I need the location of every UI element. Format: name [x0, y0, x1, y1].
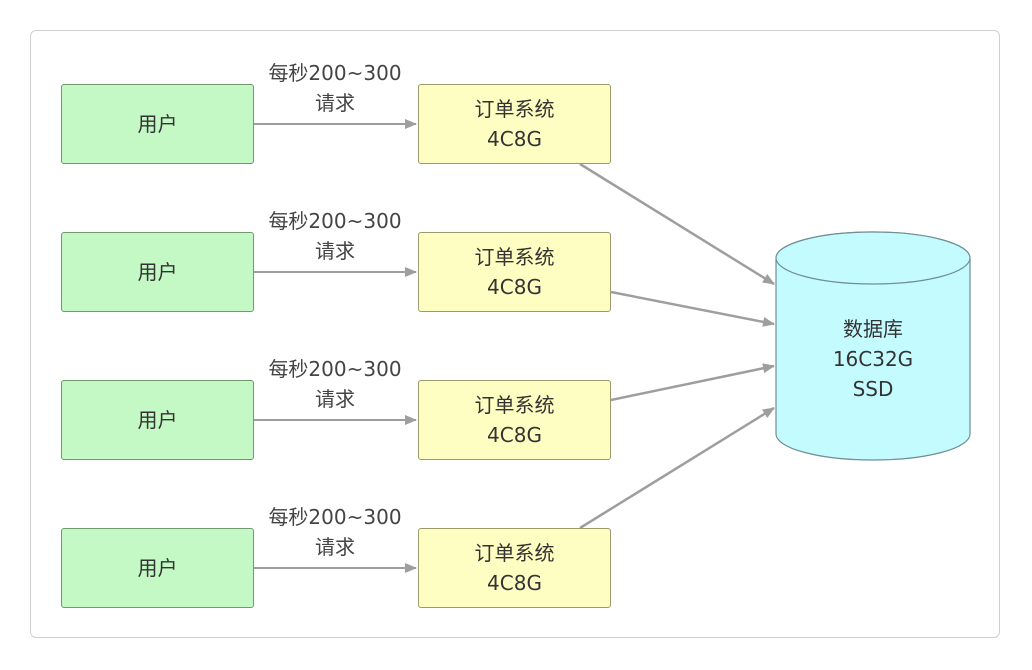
database-storage: SSD	[852, 377, 894, 401]
order-system-node-1: 订单系统 4C8G	[418, 84, 611, 164]
order-system-node-4: 订单系统 4C8G	[418, 528, 611, 608]
request-word: 请求	[315, 239, 355, 263]
user-label: 用户	[137, 408, 178, 432]
order-system-name: 订单系统	[474, 245, 555, 269]
user-node-1: 用户	[61, 84, 254, 164]
order-system-node-2: 订单系统 4C8G	[418, 232, 611, 312]
user-node-3: 用户	[61, 380, 254, 460]
database-cylinder	[775, 231, 971, 461]
order-system-spec: 4C8G	[487, 571, 542, 595]
order-system-spec: 4C8G	[487, 423, 542, 447]
request-rate: 每秒200~300	[268, 209, 402, 233]
request-rate: 每秒200~300	[268, 505, 402, 529]
request-rate: 每秒200~300	[268, 357, 402, 381]
db-arrow-1	[579, 162, 775, 286]
request-label-1: 每秒200~300 请求	[255, 58, 415, 118]
order-system-node-3: 订单系统 4C8G	[418, 380, 611, 460]
request-label-2: 每秒200~300 请求	[255, 206, 415, 266]
order-system-spec: 4C8G	[487, 275, 542, 299]
database-name: 数据库	[843, 317, 903, 341]
request-label-4: 每秒200~300 请求	[255, 502, 415, 562]
user-node-2: 用户	[61, 232, 254, 312]
db-arrow-3	[610, 363, 775, 402]
order-system-name: 订单系统	[474, 541, 555, 565]
order-system-spec: 4C8G	[487, 127, 542, 151]
order-system-name: 订单系统	[474, 97, 555, 121]
request-word: 请求	[315, 535, 355, 559]
user-label: 用户	[137, 260, 178, 284]
user-label: 用户	[137, 556, 178, 580]
db-arrow-2	[610, 290, 775, 327]
database-label: 数据库 16C32G SSD	[776, 314, 970, 404]
request-word: 请求	[315, 91, 355, 115]
request-word: 请求	[315, 387, 355, 411]
database-spec: 16C32G	[832, 347, 914, 371]
order-system-name: 订单系统	[474, 393, 555, 417]
request-label-3: 每秒200~300 请求	[255, 354, 415, 414]
db-arrow-4	[579, 406, 775, 530]
user-label: 用户	[137, 112, 178, 136]
user-node-4: 用户	[61, 528, 254, 608]
request-rate: 每秒200~300	[268, 61, 402, 85]
